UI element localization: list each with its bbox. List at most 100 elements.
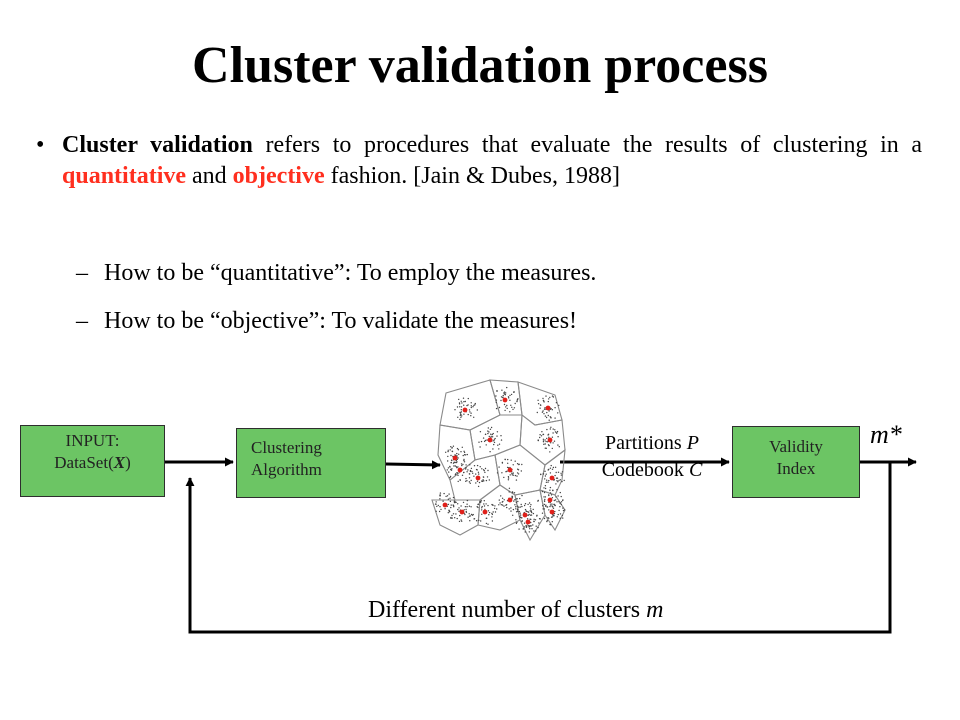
- data-point: [493, 443, 495, 446]
- data-point: [460, 519, 462, 521]
- data-point: [545, 481, 548, 483]
- data-point: [548, 444, 550, 447]
- data-point: [454, 409, 456, 411]
- data-point: [534, 519, 537, 521]
- validity-index-box: Validity Index: [732, 426, 860, 498]
- data-point: [517, 508, 519, 510]
- data-point: [542, 433, 544, 436]
- clustering-box-line2: Algorithm: [251, 460, 322, 479]
- data-point: [552, 506, 554, 508]
- data-point: [476, 464, 479, 467]
- data-point: [542, 410, 544, 412]
- data-point: [516, 463, 519, 465]
- codebook-label: Codebook C: [584, 457, 720, 484]
- data-point: [451, 447, 453, 449]
- data-point: [547, 433, 550, 435]
- data-point: [478, 441, 480, 443]
- data-point: [462, 501, 465, 504]
- data-point: [531, 511, 533, 514]
- data-point: [556, 430, 559, 433]
- data-point: [475, 520, 478, 522]
- data-point: [559, 506, 561, 508]
- data-point: [518, 528, 520, 530]
- data-point: [542, 438, 545, 440]
- data-point: [562, 509, 565, 512]
- data-point: [502, 394, 504, 397]
- feedback-label: Different number of clusters m: [368, 597, 663, 623]
- data-point: [454, 454, 456, 456]
- data-point: [491, 503, 493, 506]
- data-point: [528, 513, 530, 516]
- data-point: [457, 508, 459, 511]
- data-point: [511, 474, 513, 476]
- data-point: [549, 504, 552, 506]
- data-point: [472, 472, 474, 474]
- data-point: [508, 491, 510, 493]
- data-point: [515, 506, 517, 508]
- data-point: [507, 458, 509, 461]
- data-point: [460, 451, 462, 453]
- feedback-variable: m: [646, 597, 664, 623]
- data-point: [487, 510, 490, 512]
- data-point: [499, 502, 501, 504]
- data-point: [529, 514, 532, 516]
- data-point: [556, 489, 558, 491]
- data-point: [449, 497, 451, 499]
- data-point: [551, 503, 553, 505]
- clustering-box-line1: Clustering: [251, 438, 322, 457]
- input-box-line1: INPUT:: [65, 431, 120, 450]
- data-point: [494, 511, 497, 513]
- sub-bullet-text: How to be “objective”: To validate the m…: [104, 308, 578, 334]
- input-box-prefix: DataSet(: [54, 453, 114, 472]
- data-point: [451, 514, 453, 517]
- data-point: [498, 499, 500, 501]
- data-point: [502, 396, 504, 399]
- data-point: [521, 505, 523, 508]
- data-point: [530, 504, 532, 506]
- data-point: [556, 477, 559, 479]
- data-point: [552, 507, 555, 509]
- data-point: [459, 412, 462, 414]
- data-point: [500, 435, 502, 437]
- data-point: [541, 490, 544, 493]
- data-point: [552, 432, 554, 434]
- data-point: [553, 499, 555, 502]
- data-point: [542, 440, 545, 442]
- cluster-centroids: [442, 397, 555, 525]
- data-point: [518, 506, 520, 508]
- data-point: [544, 439, 546, 441]
- data-point: [483, 503, 485, 505]
- data-point: [544, 407, 546, 409]
- data-point: [543, 508, 545, 510]
- data-point: [465, 511, 468, 513]
- data-point: [542, 473, 545, 475]
- data-point: [556, 480, 558, 482]
- data-point: [529, 510, 531, 512]
- data-point: [529, 528, 531, 530]
- partitions-codebook-label: Partitions P Codebook C: [584, 430, 720, 484]
- data-point: [501, 462, 504, 464]
- data-point: [446, 495, 449, 497]
- data-point: [561, 480, 563, 483]
- data-point: [467, 397, 469, 400]
- data-point: [548, 436, 550, 438]
- data-point: [466, 471, 468, 473]
- data-point: [435, 503, 437, 505]
- data-point: [501, 504, 504, 506]
- data-point: [554, 499, 557, 501]
- data-point: [513, 391, 515, 393]
- data-point: [460, 406, 463, 408]
- data-point: [541, 411, 544, 413]
- data-point: [546, 411, 548, 414]
- data-point: [554, 466, 557, 468]
- data-point: [560, 474, 563, 476]
- data-point: [483, 480, 485, 482]
- data-point: [500, 399, 502, 402]
- data-point: [521, 494, 523, 497]
- input-box-variable: X: [113, 453, 126, 472]
- data-point: [505, 504, 507, 506]
- data-point: [488, 431, 490, 433]
- data-point: [517, 469, 520, 471]
- data-point: [481, 468, 483, 470]
- data-point: [544, 498, 546, 501]
